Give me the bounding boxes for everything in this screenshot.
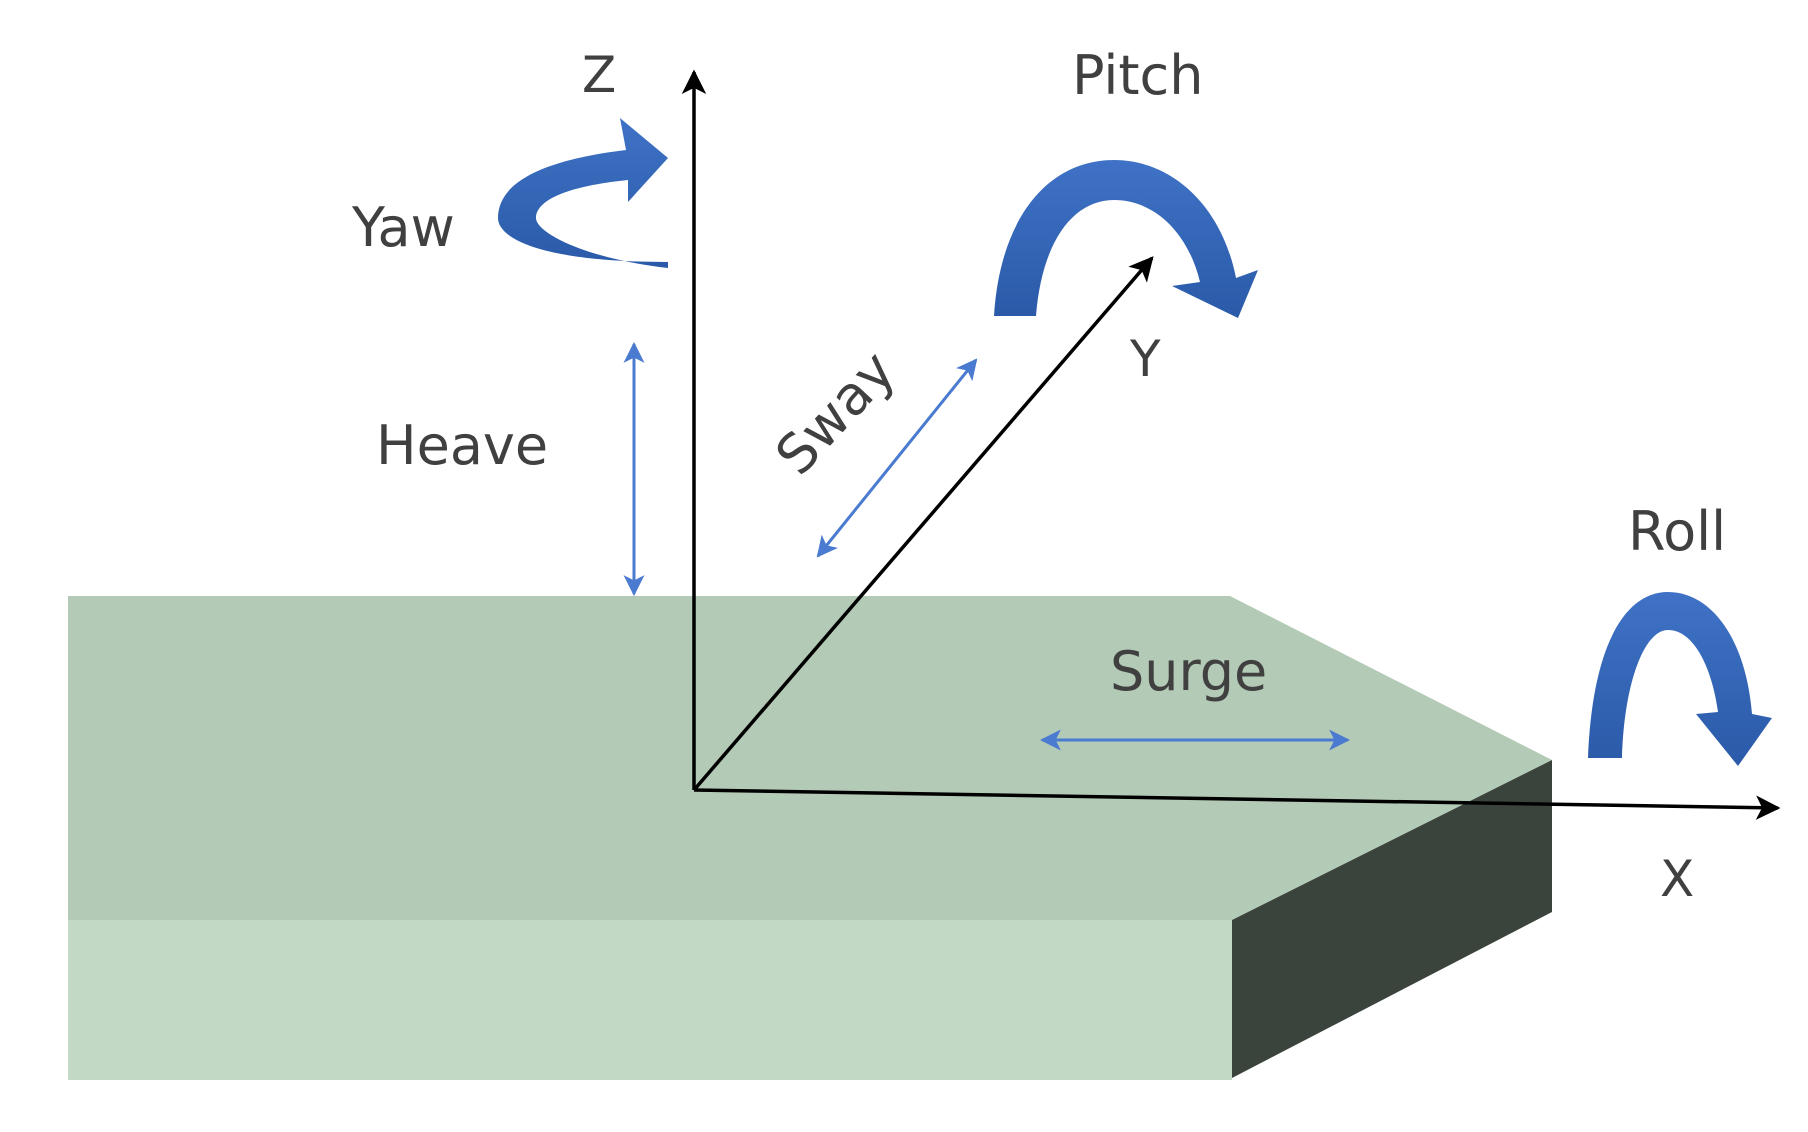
pitch-arrow [994,160,1258,318]
rotation-arrows [498,118,1772,766]
pitch-label: Pitch [1072,44,1203,107]
yaw-arrow [498,118,668,268]
x-axis-label: X [1660,850,1694,908]
sway-label: Sway [763,339,907,487]
roll-arrow [1588,592,1772,766]
plate-front-face [68,920,1232,1080]
translation-arrows [623,341,1351,751]
heave-label: Heave [376,414,548,477]
plate-top-face [68,596,1552,920]
yaw-label: Yaw [351,196,455,259]
sway-arrow [816,358,978,558]
roll-label: Roll [1628,500,1726,563]
plate-side-face [1232,760,1552,1078]
x-axis [693,788,1781,820]
z-axis-label: Z [582,46,616,104]
surge-label: Surge [1110,640,1267,703]
plate [68,596,1552,1080]
y-axis-label: Y [1129,330,1161,388]
